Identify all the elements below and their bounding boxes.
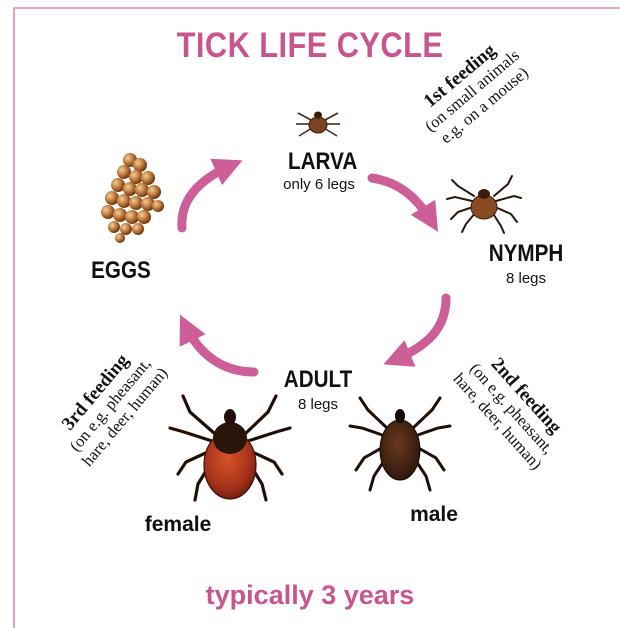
male-tick-illustration <box>350 398 450 490</box>
adult-label: ADULT <box>279 366 356 394</box>
nymph-legs-label: 8 legs <box>486 270 566 287</box>
eggs-label: EGGS <box>84 257 158 285</box>
adult-legs-label: 8 legs <box>278 396 358 413</box>
larva-legs-label: only 6 legs <box>269 176 369 193</box>
egg-cluster-illustration <box>101 153 164 243</box>
cycle-duration-footer: typically 3 years <box>0 580 620 611</box>
female-tick-illustration <box>170 396 290 500</box>
larva-label: LARVA <box>288 148 350 176</box>
nymph-tick-illustration <box>447 176 521 233</box>
male-label: male <box>394 503 474 527</box>
nymph-label: NYMPH <box>485 240 568 268</box>
female-label: female <box>128 513 228 537</box>
larva-tick-illustration <box>296 112 340 137</box>
